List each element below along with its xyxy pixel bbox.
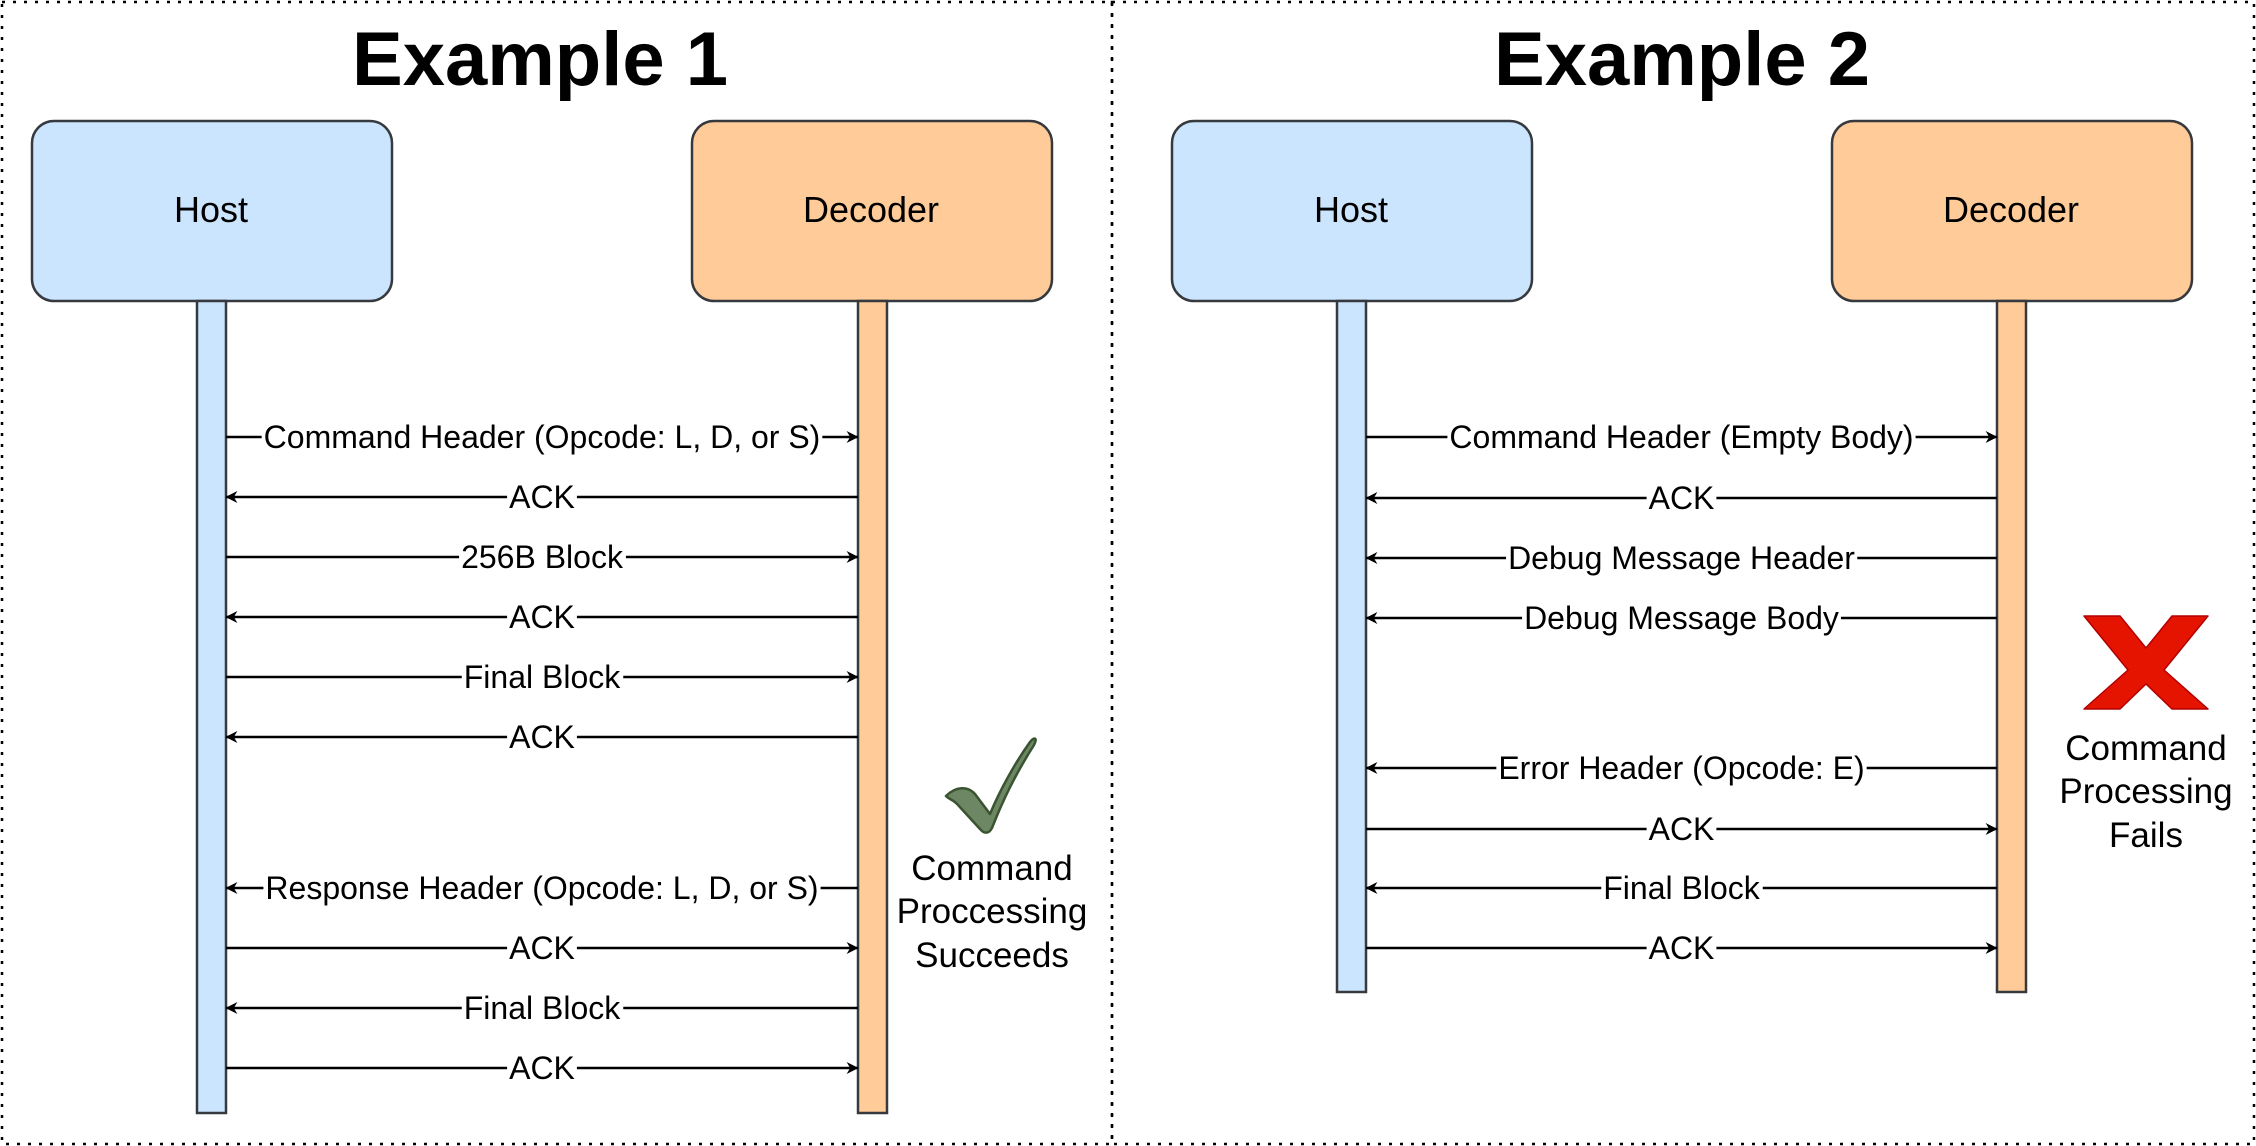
- message-label: Final Block: [1603, 870, 1761, 906]
- message-4: Debug Message Body: [1365, 600, 1997, 636]
- message-label: ACK: [509, 719, 575, 755]
- message-label-background: [507, 930, 577, 966]
- message-3: Debug Message Header: [1365, 540, 1997, 576]
- host-label: Host: [174, 189, 248, 230]
- message-label: ACK: [509, 1050, 575, 1086]
- result-text-line-3: Succeeds: [915, 936, 1069, 975]
- message-label-background: [1496, 750, 1867, 786]
- message-label: ACK: [1649, 811, 1715, 847]
- message-label-background: [261, 419, 823, 455]
- result-text-line-3: Fails: [2109, 816, 2183, 855]
- result-text-line-2: Proccessing: [897, 892, 1088, 931]
- decoder-label: Decoder: [1943, 189, 2079, 230]
- message-label-background: [1601, 870, 1763, 906]
- host-activation-bar: [195, 299, 228, 1115]
- message-7: Response Header (Opcode: L, D, or S): [225, 870, 858, 906]
- message-label: ACK: [1649, 480, 1715, 516]
- message-label-background: [461, 659, 624, 695]
- message-label-background: [507, 599, 577, 635]
- example-2-title: Example 2: [1494, 17, 1870, 102]
- message-6: ACK: [225, 719, 858, 755]
- message-label-background: [507, 1050, 577, 1086]
- message-label-background: [263, 870, 821, 906]
- host-label: Host: [1314, 189, 1388, 230]
- message-label: Error Header (Opcode: E): [1498, 750, 1864, 786]
- decoder-activation-bar: [1995, 299, 2028, 994]
- host-activation-bar: [1335, 299, 1368, 994]
- decoder-activation-bar: [856, 299, 889, 1115]
- message-label-background: [1646, 930, 1717, 966]
- message-label: Command Header (Empty Body): [1449, 419, 1913, 455]
- message-4: ACK: [225, 599, 858, 635]
- message-label: ACK: [509, 599, 575, 635]
- message-1: Command Header (Empty Body): [1366, 419, 1998, 455]
- message-label-background: [461, 990, 624, 1026]
- message-label-background: [1447, 419, 1916, 455]
- message-3: 256B Block: [226, 539, 859, 575]
- result-text-line-2: Processing: [2059, 772, 2232, 811]
- example-1-title: Example 1: [352, 17, 728, 102]
- message-label: ACK: [1649, 930, 1715, 966]
- message-label: Command Header (Opcode: L, D, or S): [264, 419, 821, 455]
- message-9: Final Block: [225, 990, 858, 1026]
- message-label: Response Header (Opcode: L, D, or S): [265, 870, 818, 906]
- message-6: ACK: [1366, 811, 1998, 847]
- message-2: ACK: [225, 479, 858, 515]
- message-label-background: [459, 539, 626, 575]
- message-label: Final Block: [464, 990, 622, 1026]
- message-label-background: [507, 719, 577, 755]
- message-label: Final Block: [464, 659, 622, 695]
- message-8: ACK: [226, 930, 859, 966]
- message-label: 256B Block: [461, 539, 624, 575]
- message-7: Final Block: [1365, 870, 1997, 906]
- example-2-messages: Command Header (Empty Body) ACK Debug Mess…: [1365, 419, 1998, 966]
- message-1: Command Header (Opcode: L, D, or S): [226, 419, 859, 455]
- message-label-background: [1522, 600, 1841, 636]
- message-8: ACK: [1366, 930, 1998, 966]
- message-label: ACK: [509, 930, 575, 966]
- panel-frame-example-1: [0, 0, 1114, 1146]
- result-text-line-1: Command: [911, 849, 1072, 888]
- checkmark-icon: [944, 737, 1037, 834]
- message-label: ACK: [509, 479, 575, 515]
- message-label-background: [1646, 480, 1717, 516]
- message-label-background: [507, 479, 577, 515]
- message-label: Debug Message Header: [1508, 540, 1855, 576]
- message-10: ACK: [226, 1050, 859, 1086]
- decoder-label: Decoder: [803, 189, 939, 230]
- message-5: Error Header (Opcode: E): [1365, 750, 1997, 786]
- example-1-panel: Example 1 Host Decoder Command Header (O…: [30, 17, 1088, 1115]
- message-label-background: [1646, 811, 1717, 847]
- message-2: ACK: [1365, 480, 1997, 516]
- example-1-messages: Command Header (Opcode: L, D, or S) ACK 25…: [225, 419, 859, 1086]
- message-label: Debug Message Body: [1524, 600, 1839, 636]
- message-label-background: [1506, 540, 1858, 576]
- example-2-panel: Example 2 Host Decoder Command Header (E…: [1170, 17, 2233, 994]
- cross-icon: [2083, 615, 2209, 710]
- result-text-line-1: Command: [2065, 729, 2226, 768]
- message-5: Final Block: [226, 659, 859, 695]
